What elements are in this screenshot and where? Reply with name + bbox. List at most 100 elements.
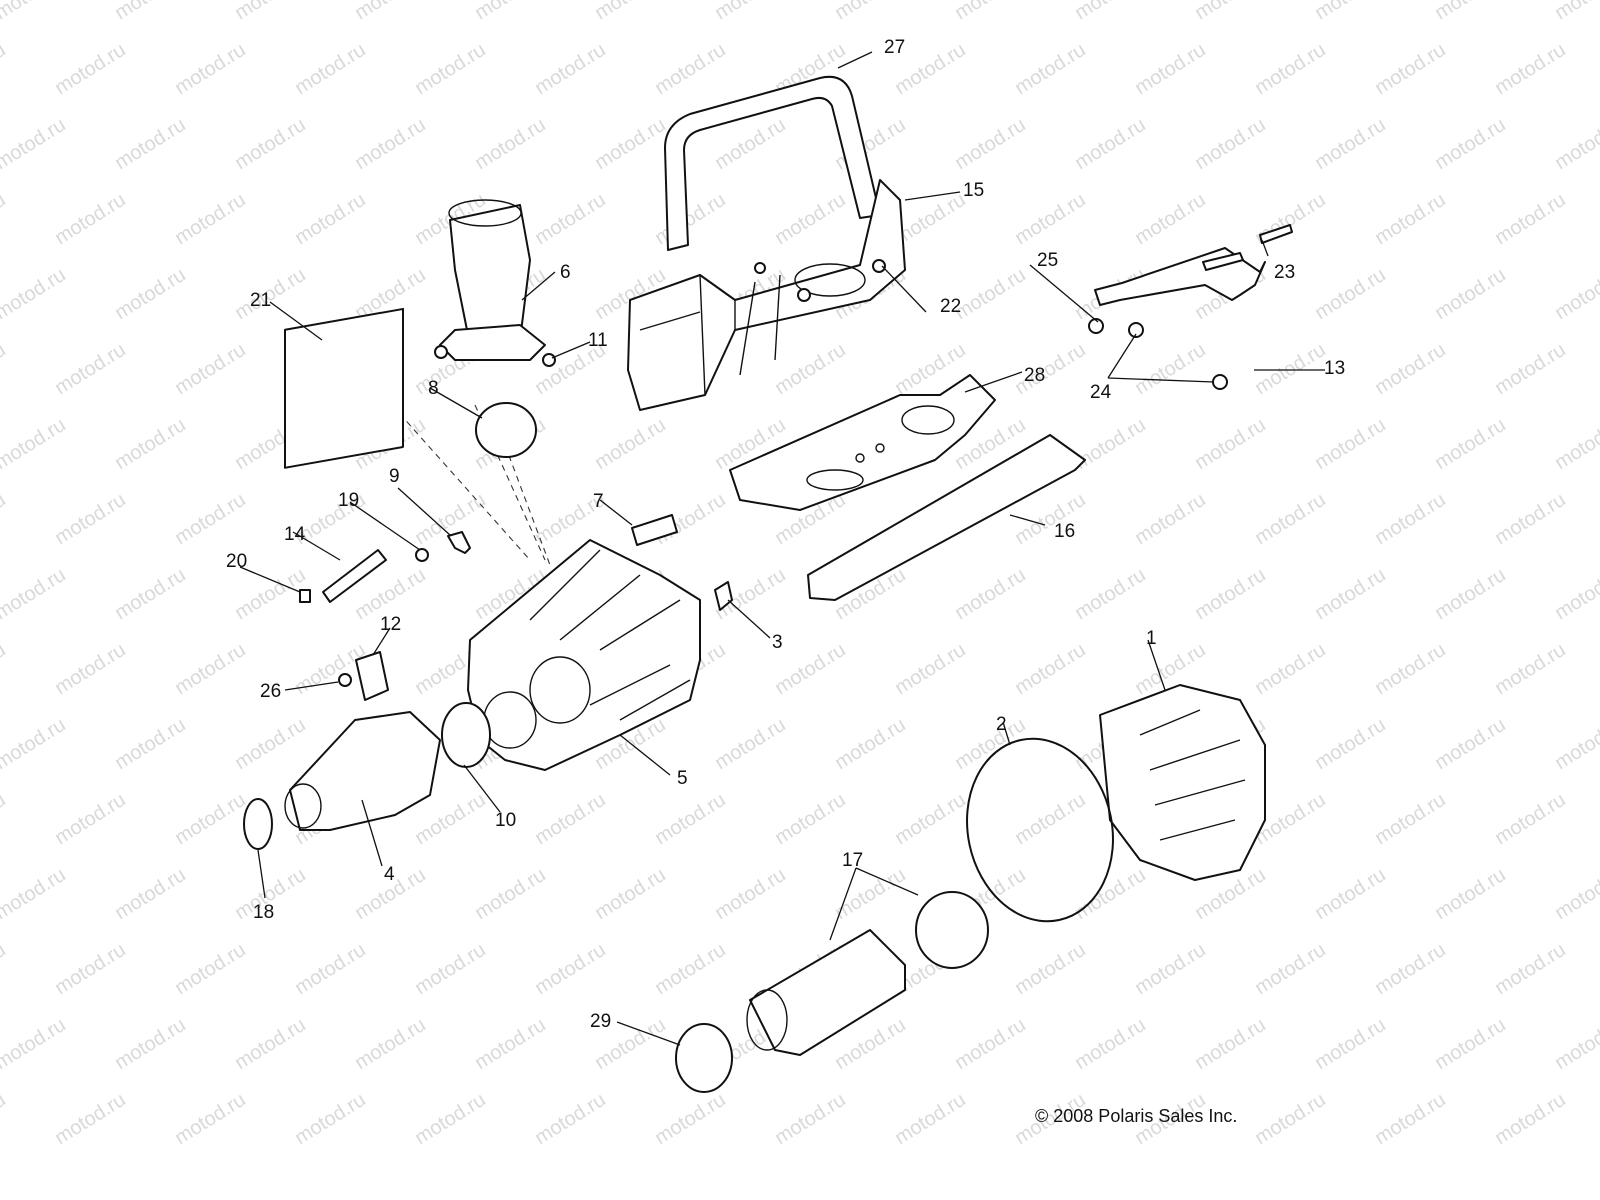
watermark-text: motod.ru [1191,0,1270,24]
watermark-text: motod.ru [1431,114,1510,174]
callout-12: 12 [380,614,401,635]
watermark-text: motod.ru [1311,414,1390,474]
part-7-block [631,514,678,546]
watermark-text: motod.ru [0,264,70,324]
watermark-text: motod.ru [0,714,70,774]
watermark-text: motod.ru [1191,1014,1270,1074]
watermark-text: motod.ru [1311,714,1390,774]
watermark-text: motod.ru [1371,639,1450,699]
watermark-text: motod.ru [1311,264,1390,324]
watermark-text: motod.ru [771,789,850,849]
watermark-text: motod.ru [171,39,250,99]
part-23-bolt [1202,252,1244,271]
watermark-text: motod.ru [411,1089,490,1149]
part-6-flange [439,324,546,361]
callout-20: 20 [226,551,247,572]
watermark-text: motod.ru [0,39,10,99]
watermark-text: motod.ru [1311,114,1390,174]
watermark-text: motod.ru [0,114,70,174]
watermark-text: motod.ru [1131,189,1210,249]
watermark-text: motod.ru [291,1089,370,1149]
watermark-text: motod.ru [531,1089,610,1149]
watermark-text: motod.ru [1311,564,1390,624]
watermark-text: motod.ru [1551,114,1600,174]
watermark-text: motod.ru [171,489,250,549]
watermark-text: motod.ru [111,864,190,924]
watermark-text: motod.ru [831,864,910,924]
watermark-text: motod.ru [0,864,70,924]
callout-14: 14 [284,524,306,545]
callout-16: 16 [1054,521,1075,542]
watermark-text: motod.ru [771,1089,850,1149]
watermark-text: motod.ru [1191,564,1270,624]
part-10-clamp [441,702,491,768]
watermark-text: motod.ru [1251,939,1330,999]
watermark-text: motod.ru [771,189,850,249]
watermark-text: motod.ru [1551,714,1600,774]
watermark-text: motod.ru [1431,864,1510,924]
watermark-text: motod.ru [1491,39,1570,99]
watermark-text: motod.ru [0,789,10,849]
part-11-screw [434,345,448,359]
watermark-text: motod.ru [711,864,790,924]
watermark-text: motod.ru [51,789,130,849]
watermark-text: motod.ru [231,114,310,174]
watermark-text: motod.ru [231,1014,310,1074]
watermark-text: motod.ru [0,939,10,999]
callout-6: 6 [560,262,571,283]
part-20-clip [299,589,311,603]
part-9-elbow [447,531,471,554]
callout-24: 24 [1090,382,1112,403]
watermark-text: motod.ru [1131,339,1210,399]
watermark-text: motod.ru [1071,1014,1150,1074]
callout-8: 8 [428,378,439,399]
watermark-text: motod.ru [171,1089,250,1149]
callout-29: 29 [590,1011,611,1032]
watermark-text: motod.ru [111,1014,190,1074]
watermark-text: motod.ru [51,39,130,99]
watermark-text: motod.ru [0,189,10,249]
callout-5: 5 [677,768,688,789]
watermark-text: motod.ru [1251,1089,1330,1149]
watermark-text: motod.ru [831,714,910,774]
watermark-text: motod.ru [531,939,610,999]
watermark-text: motod.ru [531,189,610,249]
copyright-notice: © 2008 Polaris Sales Inc. [1035,1106,1238,1126]
watermark-text: motod.ru [1011,939,1090,999]
part-29-ring [675,1023,733,1093]
watermark-text: motod.ru [0,564,70,624]
watermark-text: motod.ru [1071,564,1150,624]
watermark-text: motod.ru [651,939,730,999]
part-1-cover [1099,684,1266,881]
watermark-text: motod.ru [351,1014,430,1074]
callout-28: 28 [1024,365,1045,386]
watermark-text: motod.ru [891,639,970,699]
watermark-text: motod.ru [1131,39,1210,99]
watermark-text: motod.ru [1551,0,1600,24]
watermark-text: motod.ru [351,114,430,174]
callout-26: 26 [260,681,281,702]
part-12-sensor [355,651,389,701]
part-24-nut [1128,322,1144,338]
watermark-text: motod.ru [1311,864,1390,924]
watermark-text: motod.ru [0,339,10,399]
watermark-text: motod.ru [1371,789,1450,849]
watermark-text: motod.ru [591,864,670,924]
callout-21: 21 [250,290,271,311]
callout-1: 1 [1146,628,1157,649]
watermark-text: motod.ru [111,114,190,174]
watermark-text: motod.ru [1011,339,1090,399]
watermark-text: motod.ru [1551,414,1600,474]
watermark-text: motod.ru [1371,939,1450,999]
callout-7: 7 [593,491,604,512]
watermark-text: motod.ru [1491,489,1570,549]
watermark-text: motod.ru [891,789,970,849]
watermark-text: motod.ru [1431,264,1510,324]
watermark-text: motod.ru [1011,639,1090,699]
watermark-text: motod.ru [951,0,1030,24]
watermark-text: motod.ru [1071,414,1150,474]
watermark-text: motod.ru [171,789,250,849]
watermark-text: motod.ru [471,0,550,24]
callout-22: 22 [940,296,961,317]
